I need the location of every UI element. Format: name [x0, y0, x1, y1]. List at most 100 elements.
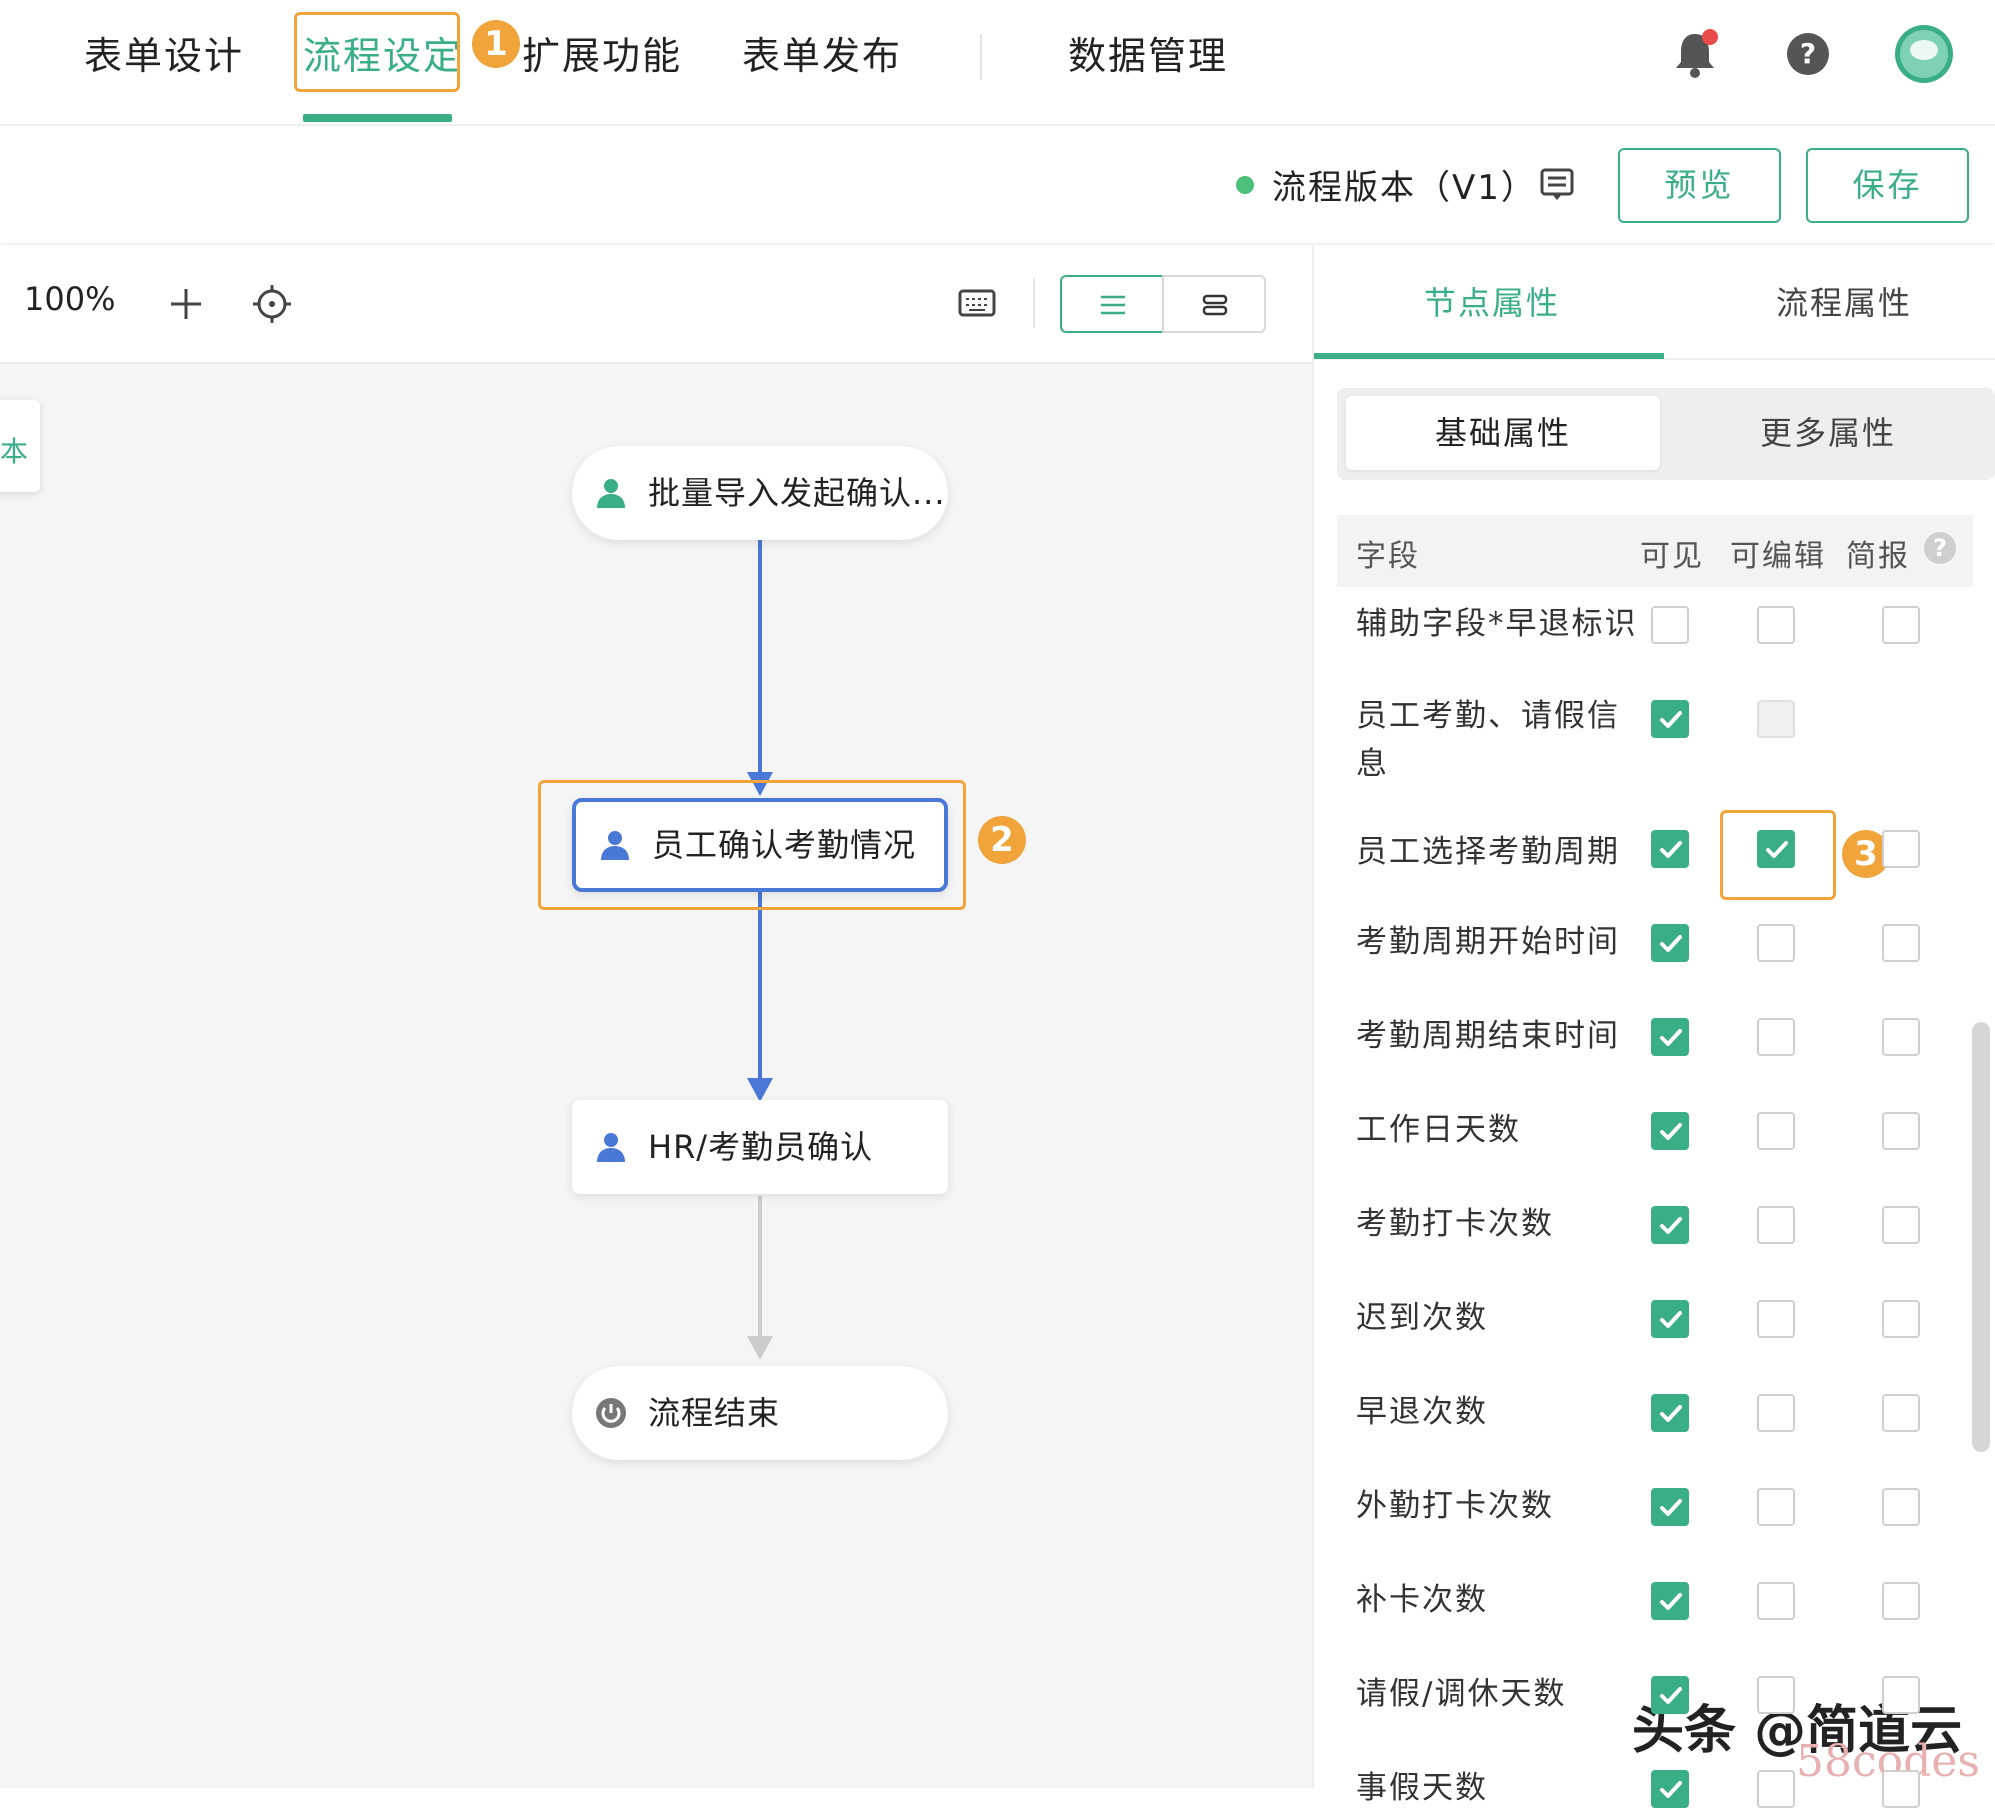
field-row-label: 外勤打卡次数	[1356, 1488, 1554, 1524]
properties-panel	[1312, 246, 1995, 1788]
editable-checkbox[interactable]	[1757, 1676, 1795, 1714]
flow-edge-2	[758, 890, 762, 1086]
locate-icon[interactable]	[252, 284, 292, 324]
visible-checkbox[interactable]	[1651, 1770, 1689, 1808]
version-side-tab[interactable]	[0, 400, 40, 492]
rows-icon	[1202, 294, 1228, 316]
editable-checkbox[interactable]	[1757, 1582, 1795, 1620]
brief-checkbox[interactable]	[1882, 1394, 1920, 1432]
visible-checkbox[interactable]	[1651, 1018, 1689, 1056]
brief-checkbox[interactable]	[1882, 1300, 1920, 1338]
visible-checkbox[interactable]	[1651, 830, 1689, 868]
field-row-label: 员工考勤、请假信息	[1356, 698, 1620, 782]
help-icon[interactable]: ?	[1924, 532, 1956, 564]
brief-checkbox[interactable]	[1882, 1206, 1920, 1244]
brief-checkbox[interactable]	[1882, 1018, 1920, 1056]
highlight-box-3	[1720, 810, 1836, 900]
flow-node-hr-confirm[interactable]: HR/考勤员确认	[572, 1100, 948, 1194]
panel-tab-divider	[1314, 358, 1995, 360]
subtab-basic[interactable]: 基础属性	[1346, 396, 1660, 470]
power-icon	[596, 1398, 626, 1428]
tab-node-properties[interactable]: 节点属性	[1424, 284, 1561, 322]
active-tab-indicator	[303, 114, 452, 122]
editable-checkbox[interactable]	[1757, 924, 1795, 962]
flow-node-start[interactable]: 批量导入发起确认...	[572, 446, 948, 540]
tab-flow-properties[interactable]: 流程属性	[1776, 284, 1913, 322]
visible-checkbox[interactable]	[1651, 606, 1689, 644]
layout-vertical-button[interactable]	[1060, 275, 1164, 333]
notes-icon[interactable]	[1540, 168, 1574, 202]
editable-checkbox	[1757, 700, 1795, 738]
tab-flow-settings[interactable]: 流程设定	[303, 34, 464, 78]
editable-checkbox[interactable]	[1757, 1394, 1795, 1432]
editable-checkbox[interactable]	[1757, 1112, 1795, 1150]
avatar[interactable]	[1894, 24, 1954, 84]
column-visible: 可见	[1640, 539, 1704, 574]
field-row-label: 考勤周期开始时间	[1356, 924, 1620, 960]
bell-icon[interactable]	[1672, 28, 1718, 80]
zoom-level: 100%	[24, 280, 116, 318]
flow-version-label[interactable]: 流程版本（V1）	[1272, 168, 1537, 208]
subtab-more[interactable]: 更多属性	[1759, 414, 1896, 452]
flow-node-end[interactable]: 流程结束	[572, 1366, 948, 1460]
node-label: 批量导入发起确认...	[648, 474, 946, 512]
visible-checkbox[interactable]	[1651, 924, 1689, 962]
keyboard-icon[interactable]	[958, 288, 996, 318]
visible-checkbox[interactable]	[1651, 1582, 1689, 1620]
editable-checkbox[interactable]	[1757, 606, 1795, 644]
panel-scrollbar[interactable]	[1972, 1022, 1990, 1452]
column-editable: 可编辑	[1730, 539, 1826, 574]
zoom-in-icon[interactable]	[168, 286, 204, 322]
field-row-label: 早退次数	[1356, 1394, 1488, 1430]
tab-extensions[interactable]: 扩展功能	[522, 34, 683, 78]
nav-divider	[980, 34, 982, 80]
user-icon	[597, 1133, 625, 1162]
help-icon[interactable]: ?	[1786, 32, 1830, 76]
visible-checkbox[interactable]	[1651, 1488, 1689, 1526]
field-row-label: 考勤打卡次数	[1356, 1206, 1554, 1242]
list-icon	[1101, 295, 1125, 315]
node-label: 流程结束	[648, 1394, 781, 1432]
visible-checkbox[interactable]	[1651, 1394, 1689, 1432]
visible-checkbox[interactable]	[1651, 1300, 1689, 1338]
arrow-head-2	[747, 1078, 773, 1102]
brief-checkbox[interactable]	[1882, 830, 1920, 868]
editable-checkbox[interactable]	[1757, 1770, 1795, 1808]
arrow-head-3	[747, 1336, 773, 1360]
column-field: 字段	[1356, 539, 1420, 574]
toolbar-divider	[1033, 278, 1035, 328]
brief-checkbox[interactable]	[1882, 606, 1920, 644]
preview-button[interactable]: 预览	[1618, 148, 1781, 223]
user-icon	[597, 479, 625, 508]
canvas-toolbar	[0, 246, 1312, 364]
field-row-label: 工作日天数	[1356, 1112, 1521, 1148]
flow-edge-3	[758, 1196, 762, 1342]
arrow-head-1	[747, 772, 773, 796]
visible-checkbox[interactable]	[1651, 1112, 1689, 1150]
editable-checkbox[interactable]	[1757, 1018, 1795, 1056]
save-button[interactable]: 保存	[1806, 148, 1969, 223]
step-badge-1: 1	[472, 20, 520, 68]
editable-checkbox[interactable]	[1757, 830, 1795, 868]
tab-form-publish[interactable]: 表单发布	[742, 34, 903, 78]
brief-checkbox[interactable]	[1882, 1676, 1920, 1714]
brief-checkbox[interactable]	[1882, 1112, 1920, 1150]
brief-checkbox[interactable]	[1882, 924, 1920, 962]
visible-checkbox[interactable]	[1651, 700, 1689, 738]
tab-form-design[interactable]: 表单设计	[84, 34, 245, 78]
visible-checkbox[interactable]	[1651, 1676, 1689, 1714]
layout-compact-button[interactable]	[1162, 275, 1266, 333]
brief-checkbox[interactable]	[1882, 1488, 1920, 1526]
brief-checkbox[interactable]	[1882, 1582, 1920, 1620]
brief-checkbox[interactable]	[1882, 1770, 1920, 1808]
editable-checkbox[interactable]	[1757, 1206, 1795, 1244]
step-badge-2: 2	[978, 816, 1026, 864]
editable-checkbox[interactable]	[1757, 1488, 1795, 1526]
field-row-label: 员工选择考勤周期	[1356, 834, 1620, 870]
editable-checkbox[interactable]	[1757, 1300, 1795, 1338]
tab-data-management[interactable]: 数据管理	[1068, 34, 1229, 78]
node-label: HR/考勤员确认	[648, 1128, 874, 1166]
visible-checkbox[interactable]	[1651, 1206, 1689, 1244]
flow-node-employee-confirm[interactable]: 员工确认考勤情况	[572, 798, 948, 892]
field-row-label: 考勤周期结束时间	[1356, 1018, 1620, 1054]
